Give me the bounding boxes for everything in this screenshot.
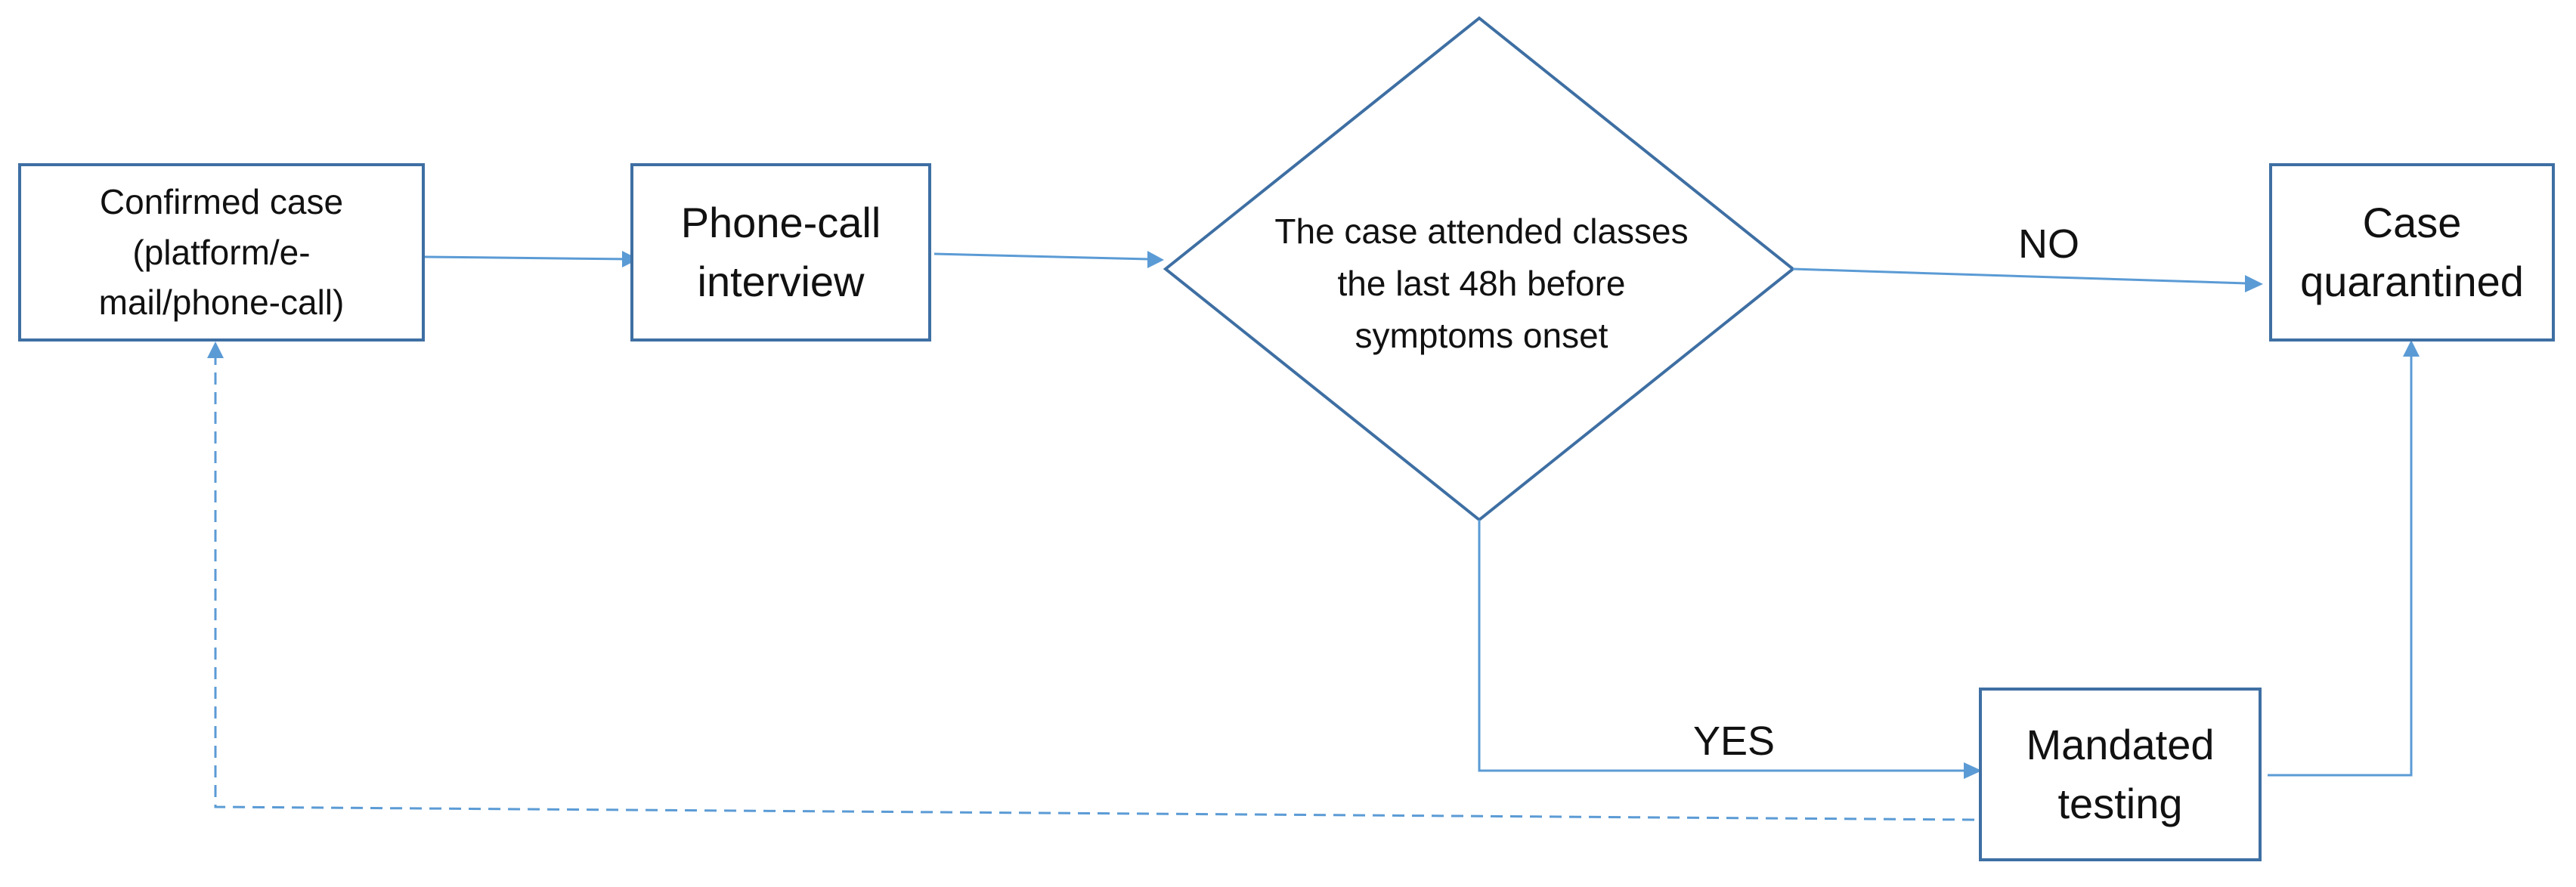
- node-case-quarantined: Case quarantined: [2269, 163, 2555, 342]
- node-mandated-testing: Mandated testing: [1979, 688, 2262, 861]
- node-phone-call-interview-label: Phone-call interview: [680, 198, 881, 305]
- arrow-decision-to-quarantined: [1792, 267, 2247, 285]
- node-mandated-testing-label: Mandated testing: [2026, 720, 2215, 827]
- arrow-decision-to-testing-head: [1964, 762, 1982, 779]
- arrow-decision-to-quarantined-head: [2245, 275, 2263, 292]
- arrow-testing-to-confirmed-dashed-head: [207, 342, 224, 358]
- node-phone-call-interview: Phone-call interview: [630, 163, 931, 342]
- node-confirmed-case-label: Confirmed case (platform/e- mail/phone-c…: [98, 181, 345, 323]
- node-decision-label: The case attended classes the last 48h b…: [1274, 211, 1689, 355]
- arrow-confirmed-to-interview: [424, 255, 633, 262]
- node-confirmed-case: Confirmed case (platform/e- mail/phone-c…: [18, 163, 425, 342]
- arrow-testing-to-quarantined: [2268, 355, 2413, 777]
- arrow-decision-to-testing: [1478, 520, 1965, 772]
- arrow-interview-to-decision: [933, 252, 1150, 261]
- edge-label-yes: YES: [1693, 719, 1776, 764]
- arrow-testing-to-confirmed-dashed: [214, 357, 1975, 821]
- arrow-interview-to-decision-head: [1147, 251, 1164, 268]
- arrow-testing-to-quarantined-head: [2403, 340, 2420, 357]
- node-case-quarantined-label: Case quarantined: [2300, 198, 2524, 305]
- edge-label-no: NO: [2018, 221, 2079, 267]
- node-decision-label-wrap: The case attended classes the last 48h b…: [1209, 196, 1754, 370]
